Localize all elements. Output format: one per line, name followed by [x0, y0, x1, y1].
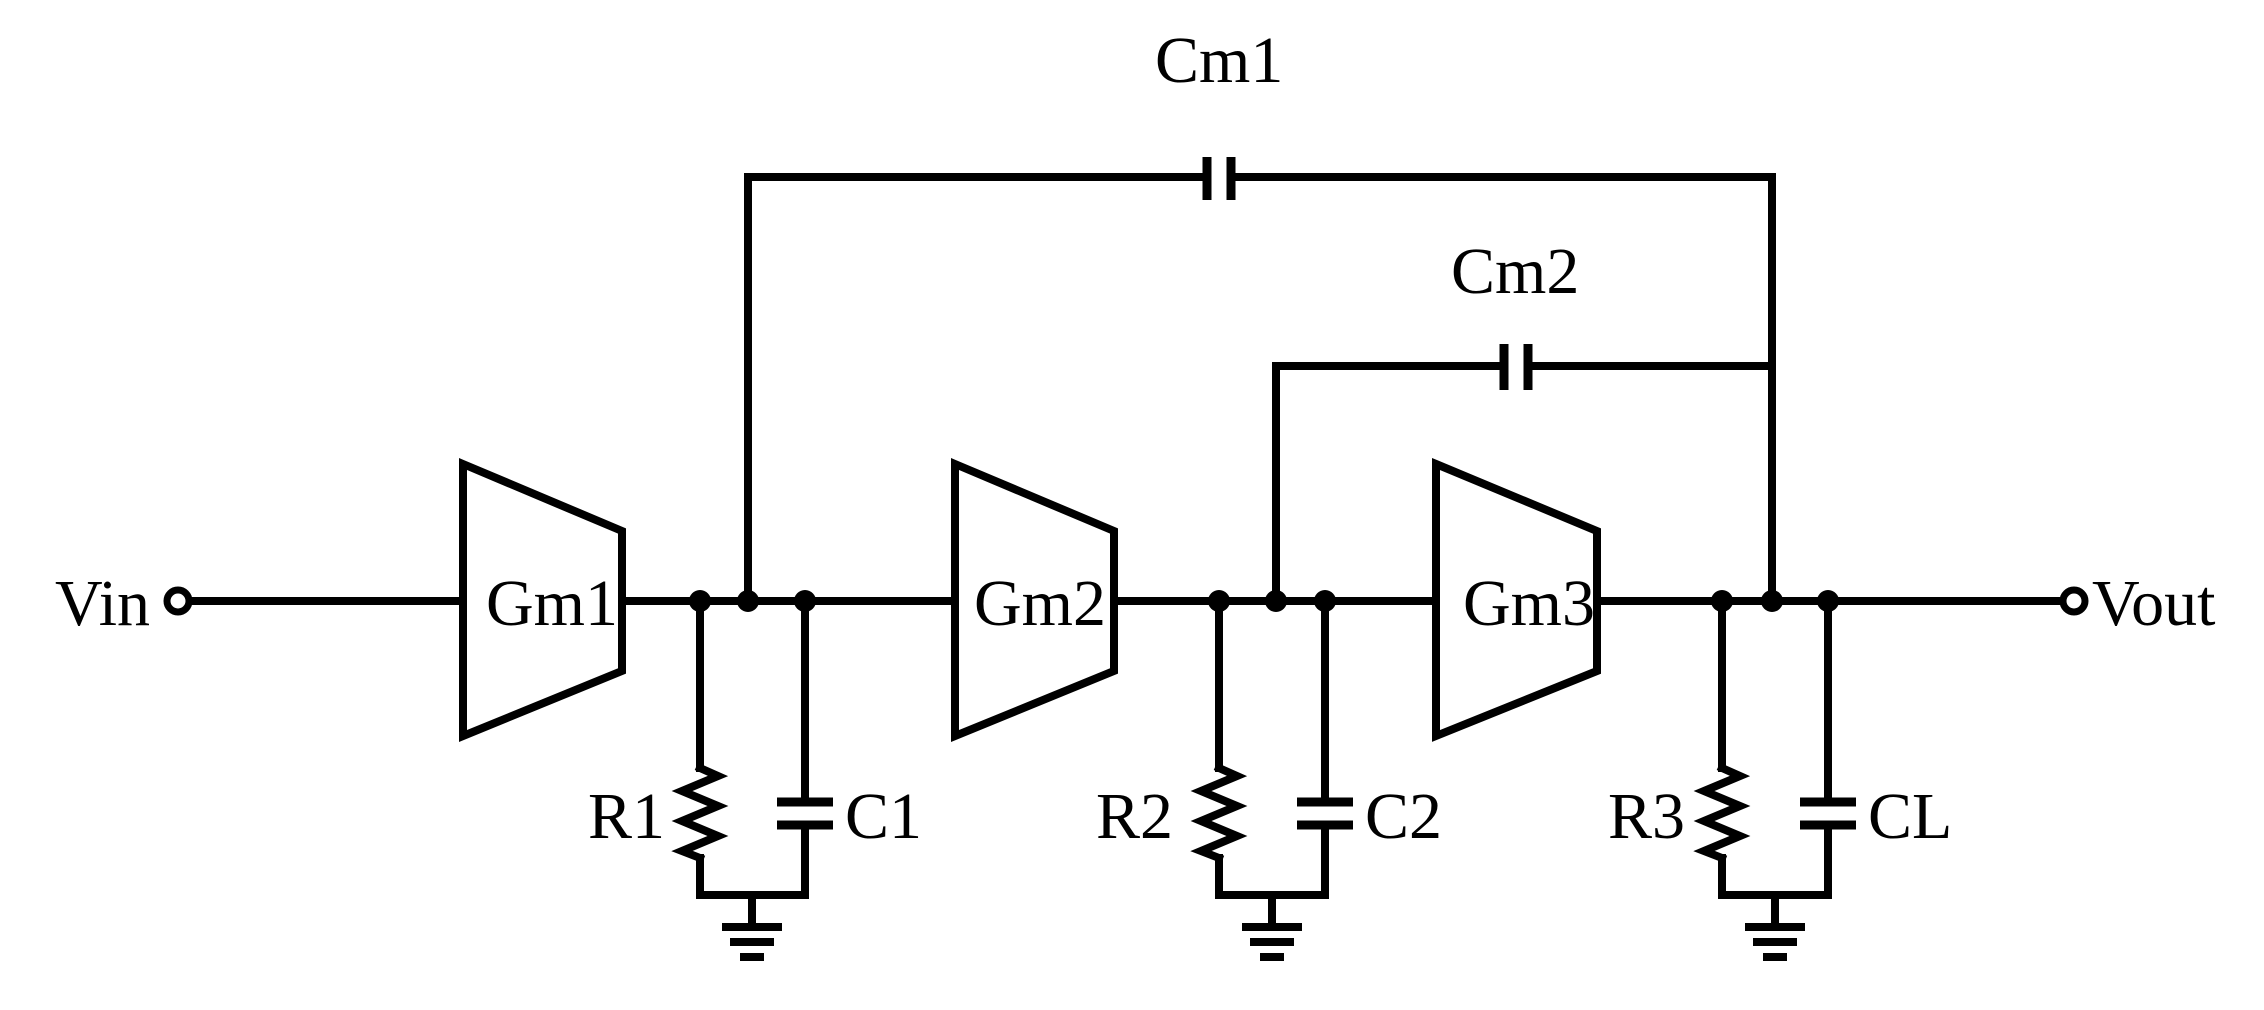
- gm3-label: Gm3: [1463, 567, 1595, 640]
- cm1-feedback-path: [744, 157, 1776, 605]
- vout-label: Vout: [2092, 567, 2216, 640]
- stage2-load: [1190, 597, 1353, 961]
- gm1-block: [459, 457, 626, 742]
- cl-label: CL: [1868, 780, 1952, 853]
- gm2-block: [951, 457, 1118, 742]
- r2-label: R2: [1096, 780, 1173, 853]
- r3-label: R3: [1608, 780, 1685, 853]
- cm1-label: Cm1: [1155, 24, 1283, 97]
- c1-label: C1: [845, 780, 922, 853]
- vout-terminal: [2059, 586, 2089, 616]
- r1-label: R1: [588, 780, 665, 853]
- junction-nodes: [689, 590, 1839, 612]
- output-load: [1693, 597, 1856, 961]
- vin-label: Vin: [55, 567, 150, 640]
- cm2-label: Cm2: [1451, 235, 1579, 308]
- cm2-feedback-path: [1272, 344, 1776, 605]
- gm1-label: Gm1: [486, 567, 618, 640]
- gm2-label: Gm2: [974, 567, 1106, 640]
- c2-label: C2: [1365, 780, 1442, 853]
- vin-terminal: [163, 586, 193, 616]
- stage1-load: [671, 597, 833, 961]
- gm3-block: [1432, 458, 1601, 742]
